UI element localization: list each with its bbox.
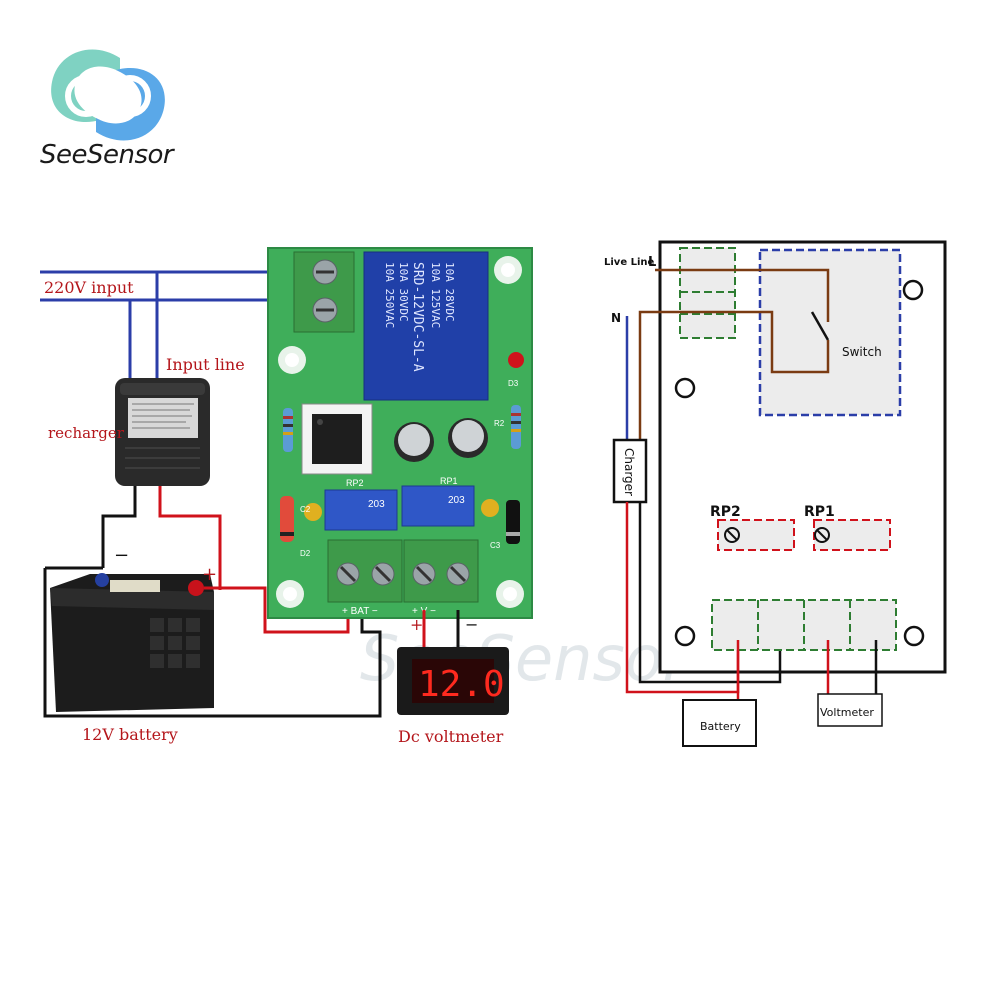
voltmeter-wires	[422, 610, 460, 650]
label-battery-plus: +	[202, 564, 217, 585]
schematic-rp1-label: RP1	[804, 504, 835, 520]
label-rp1: RP1	[440, 476, 458, 486]
battery-wires	[43, 566, 382, 718]
dc-voltmeter: 12.0	[397, 647, 509, 715]
schematic-rp2-label: RP2	[710, 504, 741, 520]
label-dc-voltmeter: Dc voltmeter	[398, 727, 504, 746]
label-12v-battery: 12V battery	[82, 725, 178, 744]
relay-text-1: 10A 250VAC	[383, 262, 396, 328]
brand-logo	[51, 49, 165, 141]
pot-code-rp2: 203	[368, 499, 385, 510]
schematic-l-label: L	[648, 255, 656, 270]
battery-12v	[50, 573, 214, 712]
label-c3: C3	[490, 541, 501, 550]
label-d2: D2	[300, 549, 311, 558]
label-c2: C2	[300, 505, 311, 514]
label-recharger: recharger	[48, 424, 125, 442]
schematic-switch-label: Switch	[842, 345, 882, 359]
relay-text-5: 10A 28VDC	[443, 262, 456, 322]
relay-text-2: 10A 30VDC	[397, 262, 410, 322]
voltmeter-reading: 12.0	[418, 664, 505, 705]
schematic-battery-label: Battery	[700, 720, 741, 733]
pot-code-rp1: 203	[448, 495, 465, 506]
relay-text-3: SRD-12VDC-SL-A	[410, 262, 425, 372]
label-d3: D3	[508, 379, 519, 388]
schematic-live-line-label: Live Line	[604, 257, 655, 268]
label-input-line: Input line	[166, 355, 245, 374]
label-voltmeter-minus: −	[465, 615, 478, 634]
schematic-charger-label: Charger	[622, 448, 636, 496]
recharger-output-wires	[101, 486, 222, 590]
mains-wires	[40, 270, 295, 390]
label-battery-minus: −	[114, 545, 129, 566]
recharger-adapter	[115, 378, 210, 486]
schematic: Charger RP2 RP1 Battery Voltmeter Live L…	[604, 240, 947, 747]
label-bat: + BAT −	[342, 606, 378, 617]
label-voltmeter-plus: +	[410, 615, 423, 634]
label-rp2: RP2	[346, 478, 364, 488]
label-r2: R2	[494, 419, 505, 428]
charger-board: 10A 250VAC 10A 30VDC SRD-12VDC-SL-A 10A …	[267, 247, 533, 619]
label-220v-input: 220V input	[44, 278, 134, 297]
brand-name: SeeSensor	[40, 140, 174, 170]
schematic-voltmeter-label: Voltmeter	[820, 706, 874, 719]
schematic-n-label: N	[611, 311, 621, 325]
resistors	[283, 405, 521, 452]
relay-text-4: 10A 125VAC	[429, 262, 442, 328]
